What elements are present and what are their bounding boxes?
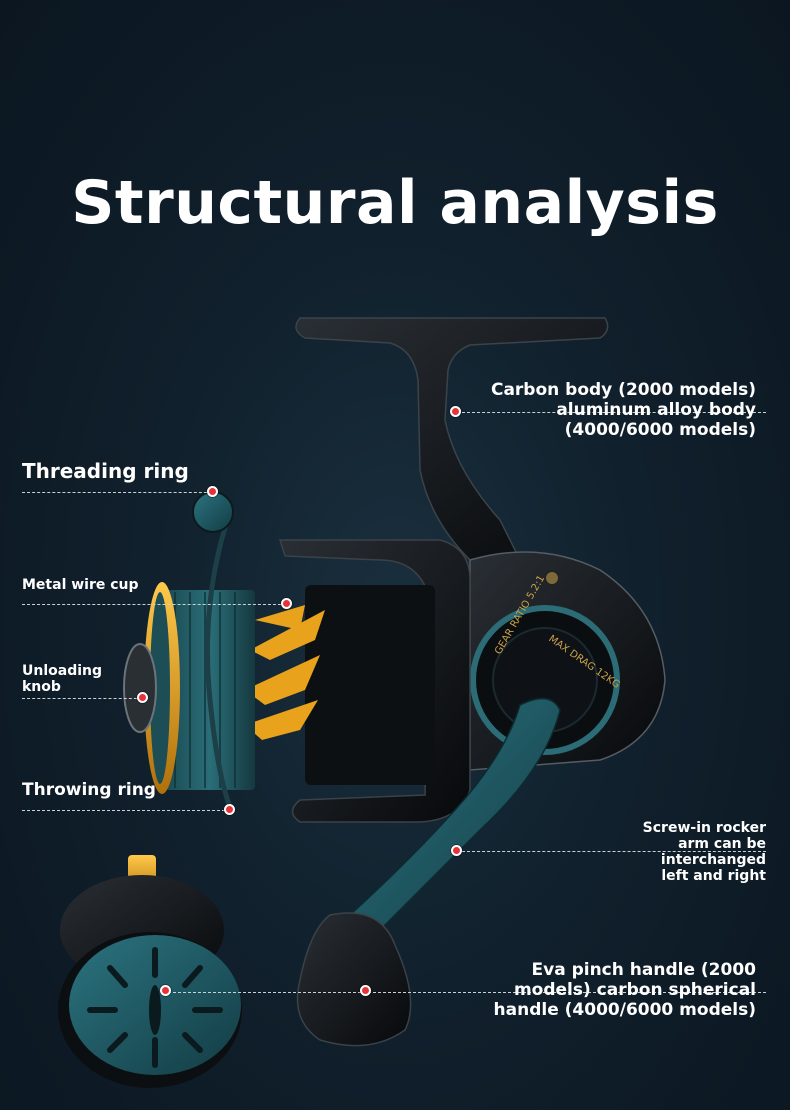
- threading-ring-leader: [22, 492, 212, 493]
- rocker-arm-label: Screw-in rocker arm can be interchanged …: [642, 820, 766, 884]
- unloading-knob-marker: [137, 692, 148, 703]
- unloading-knob-label: Unloading knob: [22, 663, 103, 695]
- throwing-ring-marker: [224, 804, 235, 815]
- handle-label: Eva pinch handle (2000 models) carbon sp…: [493, 960, 756, 1020]
- throwing-ring-leader: [22, 810, 230, 811]
- reel-body: GEAR RATIO 5.2:1 MAX DRAG 12KG: [469, 551, 666, 771]
- metal-wire-cup-label: Metal wire cup: [22, 577, 139, 593]
- rocker-arm-marker: [451, 845, 462, 856]
- page-title: Structural analysis: [71, 168, 719, 238]
- reel-spool: [123, 582, 255, 794]
- unloading-knob-leader: [22, 698, 142, 699]
- carbon-body-marker: [450, 406, 461, 417]
- carbon-body-leader: [462, 412, 766, 413]
- handle-leader: [168, 992, 766, 993]
- threading-ring-marker: [207, 486, 218, 497]
- threading-ring-label: Threading ring: [22, 459, 189, 483]
- reel-rotor: [245, 539, 471, 823]
- knob-marker: [160, 985, 171, 996]
- carbon-body-label: Carbon body (2000 models) aluminum alloy…: [490, 380, 756, 440]
- metal-wire-cup-marker: [281, 598, 292, 609]
- rocker-arm-leader: [462, 851, 766, 852]
- handle-arm: [296, 697, 561, 1047]
- handle-marker: [360, 985, 371, 996]
- throwing-ring-label: Throwing ring: [22, 780, 156, 800]
- reel-foot: [295, 317, 609, 561]
- metal-wire-cup-leader: [22, 604, 286, 605]
- round-knob-accessory: [58, 855, 242, 1088]
- bail-wire: [192, 491, 235, 814]
